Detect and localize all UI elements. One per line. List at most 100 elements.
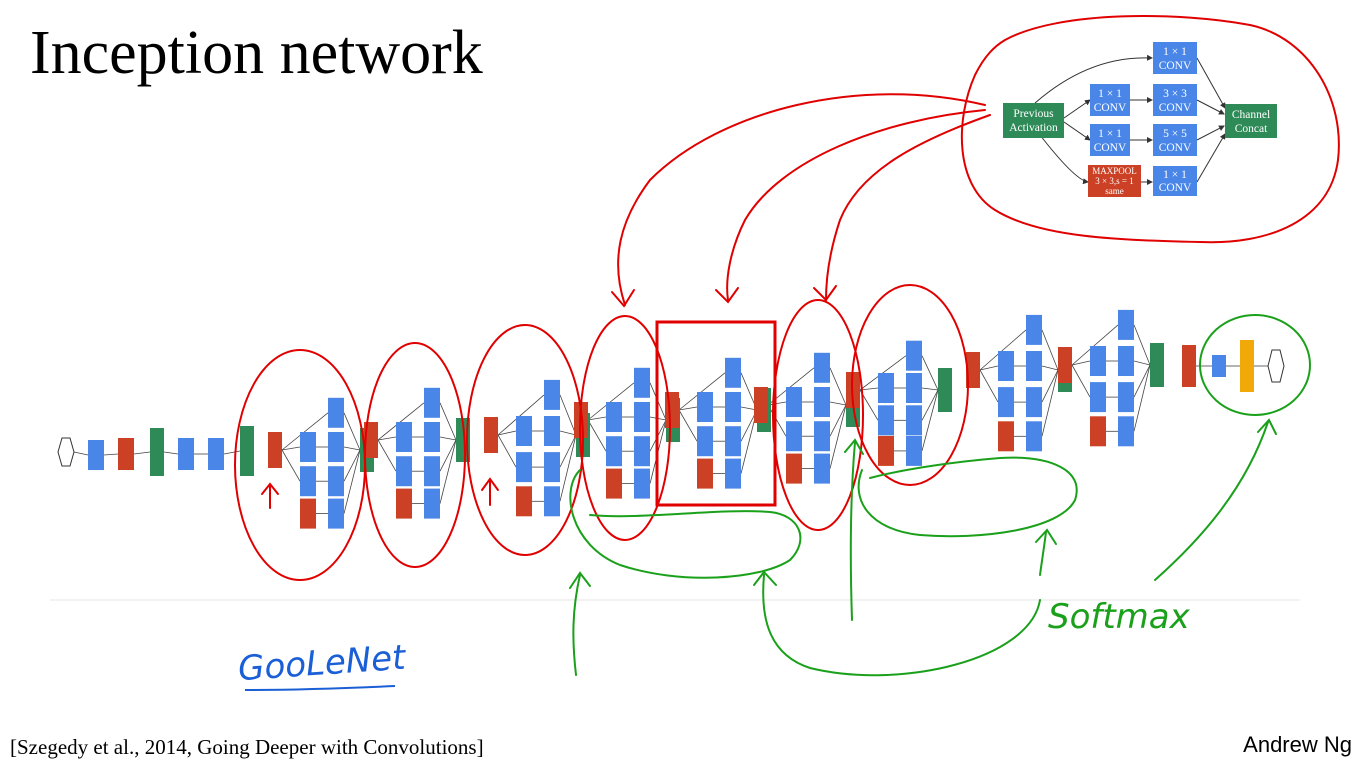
network-edge <box>587 419 607 452</box>
maxpool-block <box>1058 347 1072 383</box>
softmax-handwritten-label: Softmax <box>1048 597 1191 637</box>
conv-block <box>1090 346 1106 376</box>
conv-block <box>328 466 344 497</box>
previous-activation-block: Previous Activation <box>1003 103 1064 138</box>
red-connector-arrow-1 <box>617 93 986 306</box>
slide-title: Inception network <box>30 19 483 87</box>
green-arrow-3 <box>844 438 864 621</box>
depth-concat-block <box>938 368 952 412</box>
conv-block <box>998 387 1014 418</box>
network-blocks <box>57 309 1285 529</box>
branch-3-reduce-op-label: CONV <box>1094 142 1127 154</box>
previous-activation-label-1: Previous <box>1013 108 1054 120</box>
branch-1-op-label: CONV <box>1159 60 1192 72</box>
network-edge <box>343 446 361 451</box>
network-edge <box>497 394 545 436</box>
conv-block <box>878 405 894 436</box>
previous-activation-label-2: Activation <box>1009 122 1058 134</box>
green-arrow-4 <box>1035 528 1057 576</box>
network-edge <box>678 409 698 442</box>
maxpool-block <box>364 422 378 458</box>
network-edge <box>559 434 577 502</box>
network-edge <box>377 402 425 441</box>
conv-block <box>328 498 344 529</box>
branch-4-maxpool-block: MAXPOOL 3 × 3,s = 1 same <box>1088 165 1141 197</box>
conv-block <box>544 486 560 517</box>
network-edge <box>587 382 635 421</box>
conv-block <box>814 387 830 417</box>
module-ellipse-1 <box>234 349 366 581</box>
stem-lrn-block <box>240 426 254 476</box>
branch-1-kernel-label: 1 × 1 <box>1163 46 1187 58</box>
module-ellipse-3 <box>466 324 584 556</box>
pool-block <box>1090 416 1106 447</box>
pool-block <box>697 458 713 489</box>
conv-block <box>516 416 532 446</box>
softmax-block <box>1240 340 1254 392</box>
network-edge <box>1133 360 1151 366</box>
conv-block <box>1118 416 1134 447</box>
citation: [Szegedy et al., 2014, Going Deeper with… <box>10 735 484 759</box>
branch-3-reduce-kernel-label: 1 × 1 <box>1098 128 1122 140</box>
conv-block <box>544 452 560 483</box>
conv-block <box>300 432 316 462</box>
stem-conv-block <box>208 438 224 470</box>
conv-block <box>1090 382 1106 413</box>
conv-block <box>516 452 532 483</box>
conv-block <box>544 416 560 446</box>
network-edge <box>281 449 301 482</box>
maxpool-label: MAXPOOL <box>1092 166 1137 176</box>
channel-concat-label-1: Channel <box>1232 109 1270 121</box>
conv-block <box>814 352 830 383</box>
green-annotations <box>569 314 1311 677</box>
network-edge <box>281 446 301 451</box>
network-edge <box>921 355 939 391</box>
conv-block <box>328 397 344 428</box>
conv-block <box>725 392 741 422</box>
network-edge <box>1041 369 1059 403</box>
branch-2-reduce-op-label: CONV <box>1094 102 1127 114</box>
output-circle <box>1199 314 1311 416</box>
side-branch-loop-2 <box>857 456 1078 538</box>
module-edges <box>1034 54 1226 185</box>
green-arrow-5 <box>1154 418 1277 581</box>
branch-2-reduce-conv-block: 1 × 1 CONV <box>1090 84 1130 116</box>
network-edge <box>1071 364 1091 398</box>
stem-maxpool-block <box>118 438 134 470</box>
pool-block <box>998 421 1014 452</box>
conv-block <box>906 435 922 466</box>
conv-block <box>606 402 622 432</box>
network-edge <box>1041 365 1059 371</box>
conv-block <box>697 426 713 457</box>
conv-block <box>634 402 650 432</box>
network-edge <box>1133 324 1151 366</box>
conv-block <box>424 488 440 519</box>
pool-block <box>878 435 894 466</box>
conv-block <box>697 392 713 422</box>
network-edge <box>559 434 577 468</box>
network-edge <box>979 329 1027 371</box>
network-edge <box>1133 364 1151 432</box>
network-edge <box>103 453 119 456</box>
conv-block <box>786 387 802 417</box>
conv-block <box>396 456 412 487</box>
output-node <box>1267 349 1285 383</box>
channel-concat-block: Channel Concat <box>1225 104 1277 138</box>
stem-lrn-block <box>150 428 164 476</box>
side-branch-loop-1 <box>569 469 802 579</box>
network-edge <box>439 436 457 441</box>
red-connector-arrow-3 <box>825 114 991 301</box>
green-arrow-1 <box>569 571 591 676</box>
network-edge <box>343 449 361 514</box>
conv-block <box>725 426 741 457</box>
conv-block <box>998 351 1014 381</box>
conv-block <box>424 387 440 418</box>
conv-block <box>424 456 440 487</box>
branch-3-conv-5x5-block: 5 × 5 CONV <box>1153 124 1197 156</box>
pool-block <box>396 488 412 519</box>
branch-3-kernel-label: 5 × 5 <box>1163 128 1187 140</box>
branch-2-conv-3x3-block: 3 × 3 CONV <box>1153 84 1197 116</box>
network-edge <box>163 451 179 455</box>
network-edge <box>678 406 698 411</box>
network-edge <box>859 355 907 391</box>
